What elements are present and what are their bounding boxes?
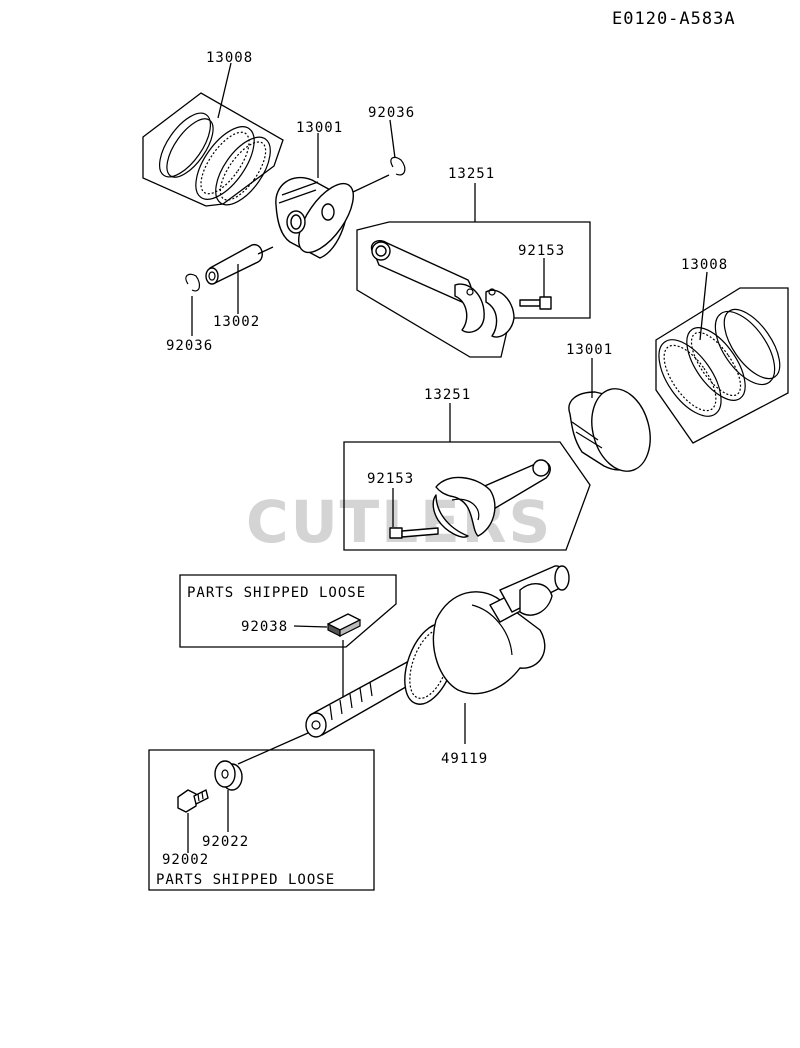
loose-parts-box-top: PARTS SHIPPED LOOSE <box>179 574 397 648</box>
crank-bolt[interactable] <box>177 789 209 813</box>
part-label[interactable]: 13001 <box>296 120 343 136</box>
part-label[interactable]: 49119 <box>441 751 488 767</box>
clip-bottom[interactable] <box>185 273 201 292</box>
piston-pin[interactable] <box>205 244 263 285</box>
part-label[interactable]: 13001 <box>566 342 613 358</box>
part-label[interactable]: 92036 <box>166 338 213 354</box>
part-label[interactable]: 13002 <box>213 314 260 330</box>
rod-bolt-upper[interactable] <box>519 296 552 310</box>
diagram-ref: E0120-A583A <box>612 9 736 29</box>
part-label[interactable]: 13008 <box>206 50 253 66</box>
washer[interactable] <box>214 760 243 791</box>
part-label[interactable]: 13008 <box>681 257 728 273</box>
part-label[interactable]: 13251 <box>424 387 471 403</box>
rod-bolt-lower[interactable] <box>389 527 439 539</box>
loose-parts-label-bottom: PARTS SHIPPED LOOSE <box>156 872 335 888</box>
part-label[interactable]: 92036 <box>368 105 415 121</box>
piston-right[interactable] <box>568 382 659 478</box>
part-label[interactable]: 92038 <box>241 619 288 635</box>
clip-top[interactable] <box>390 156 406 176</box>
part-label[interactable]: 92153 <box>367 471 414 487</box>
piston-left[interactable] <box>275 175 364 261</box>
loose-parts-box-bottom: PARTS SHIPPED LOOSE <box>148 749 375 891</box>
part-label[interactable]: 92022 <box>202 834 249 850</box>
piston-rings-right[interactable] <box>647 287 791 444</box>
part-label[interactable]: 92153 <box>518 243 565 259</box>
connecting-rod-upper[interactable] <box>356 221 591 358</box>
part-label[interactable]: 92002 <box>162 852 209 868</box>
connecting-rod-lower[interactable] <box>343 441 591 551</box>
loose-parts-label-top: PARTS SHIPPED LOOSE <box>187 585 366 601</box>
crankshaft[interactable] <box>305 565 570 738</box>
crank-key[interactable] <box>327 613 361 637</box>
part-label[interactable]: 13251 <box>448 166 495 182</box>
piston-rings-left[interactable] <box>142 92 284 214</box>
